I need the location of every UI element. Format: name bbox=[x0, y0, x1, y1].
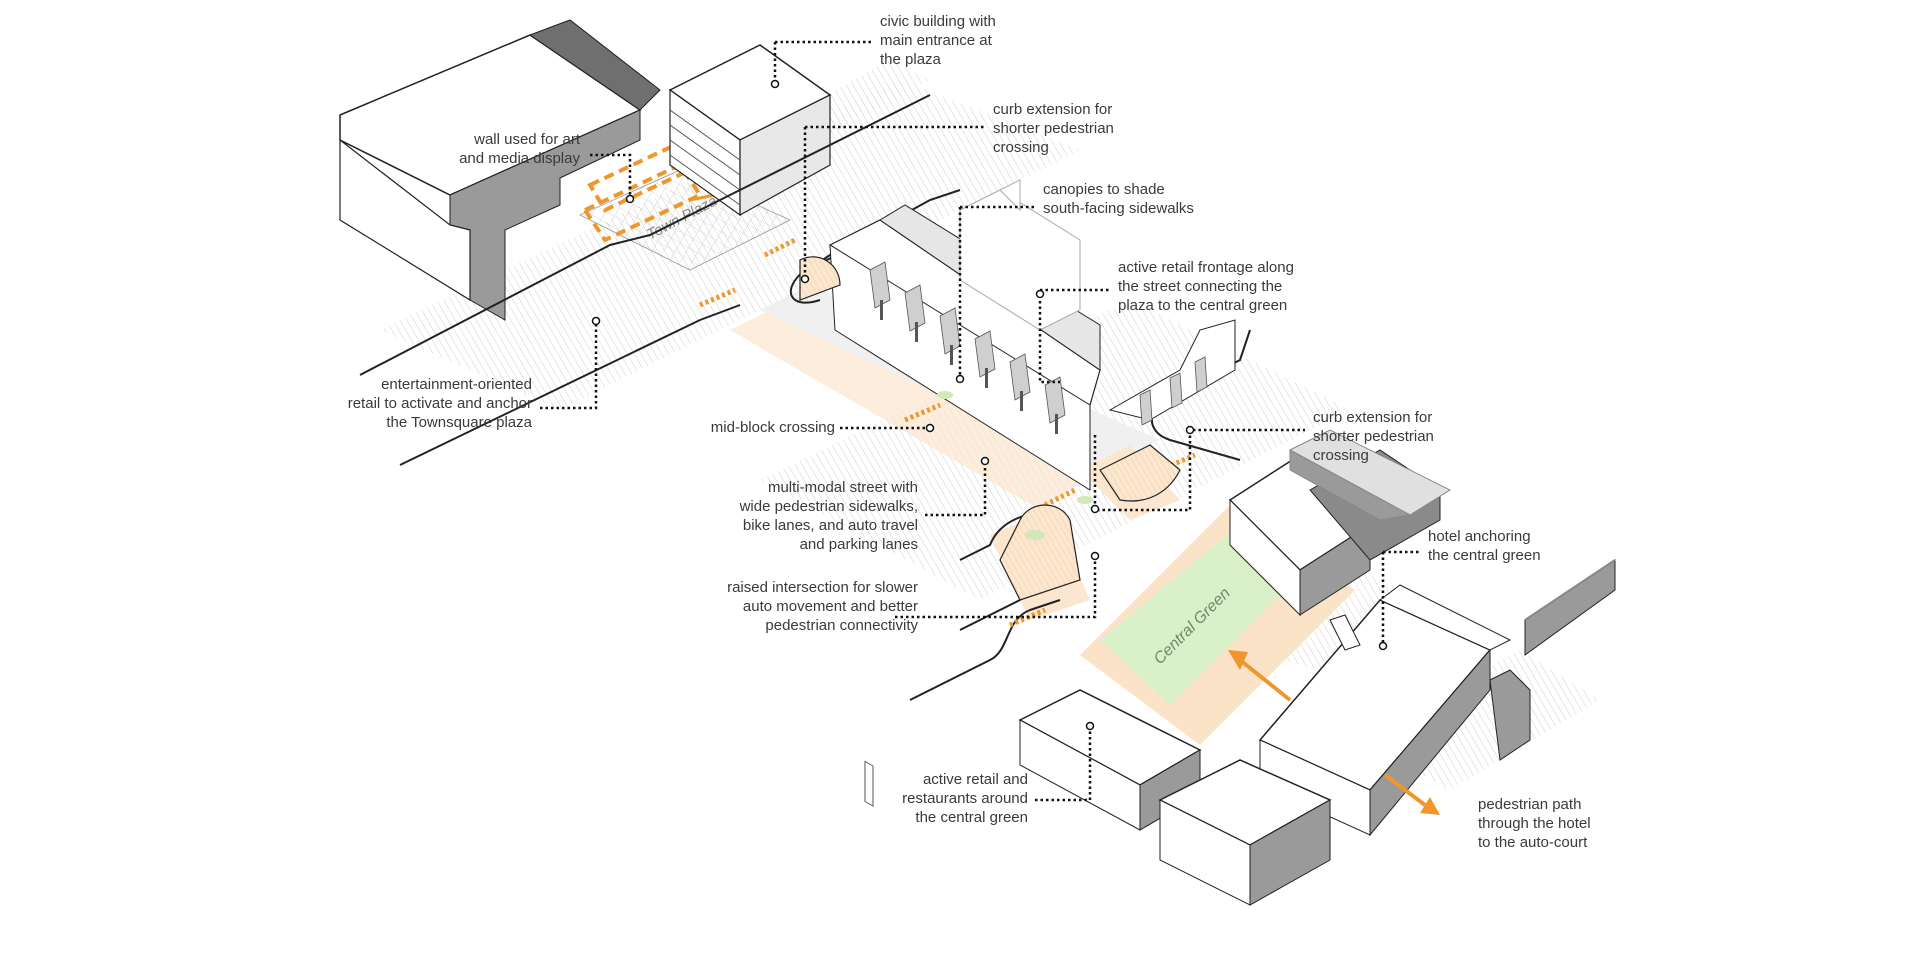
retail-block-upper bbox=[1228, 454, 1372, 617]
background-building bbox=[959, 179, 1081, 331]
pedestrian-path-arrow bbox=[1383, 773, 1440, 815]
leader-endpoints bbox=[591, 79, 1388, 731]
hotel-building bbox=[1258, 584, 1512, 837]
entertainment-building bbox=[339, 19, 661, 321]
leader-lines bbox=[540, 40, 1420, 802]
southeast-buildings bbox=[1158, 449, 1616, 906]
northeast-building bbox=[1288, 429, 1452, 521]
raised-intersection bbox=[799, 256, 1181, 601]
planting bbox=[937, 391, 1093, 540]
civic-building bbox=[668, 44, 832, 217]
